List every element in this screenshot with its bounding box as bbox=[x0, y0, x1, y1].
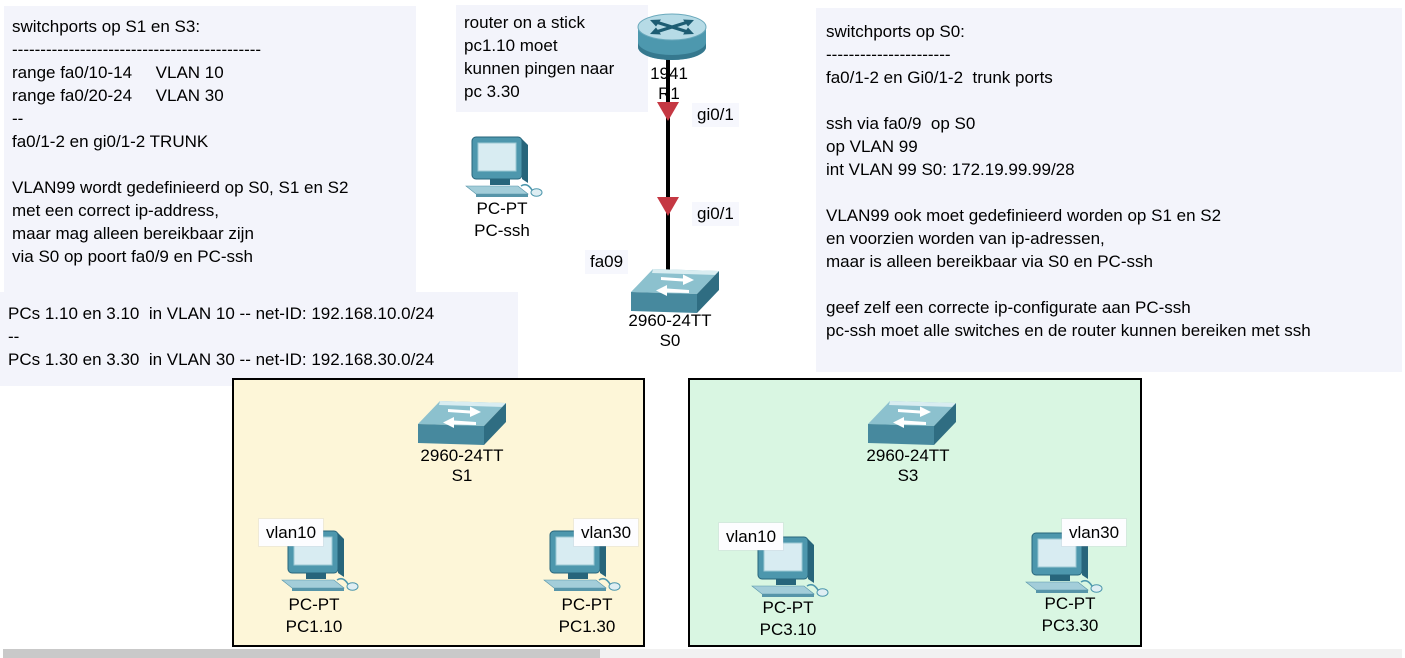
cable-r1-s0[interactable] bbox=[666, 56, 670, 276]
pc-ssh-model-label: PC-PT bbox=[476, 199, 528, 218]
vlan-label-pc3-10: vlan10 bbox=[719, 523, 784, 550]
pc3-10-model-label: PC-PT bbox=[762, 598, 814, 617]
note-switchports-s1-s3: switchports op S1 en S3:----------------… bbox=[4, 6, 416, 292]
switch-s1-model-label: 2960-24TT bbox=[420, 446, 504, 465]
router-icon[interactable] bbox=[636, 12, 708, 66]
switch-s0-icon[interactable] bbox=[627, 268, 723, 316]
horizontal-scrollbar-thumb[interactable] bbox=[3, 649, 600, 658]
pc1-10-name-label: PC1.10 bbox=[285, 617, 343, 636]
switch-s3-name-label: S3 bbox=[897, 466, 919, 485]
link-arrow-top-icon bbox=[657, 102, 679, 121]
link-arrow-bottom-icon bbox=[657, 197, 679, 216]
pc3-30-name-label: PC3.30 bbox=[1041, 616, 1099, 635]
pc3-10-name-label: PC3.10 bbox=[759, 620, 817, 639]
pc3-30-model-label: PC-PT bbox=[1044, 594, 1096, 613]
switch-s0-model-label: 2960-24TT bbox=[628, 311, 712, 330]
port-label-gi01-router: gi0/1 bbox=[692, 103, 739, 127]
zone-s1-yellow: 2960-24TT S1 vlan10 PC-PT PC1.10 vlan30 … bbox=[232, 378, 645, 647]
pc-ssh-icon[interactable] bbox=[464, 136, 544, 198]
switch-s3-icon[interactable] bbox=[864, 400, 960, 448]
switch-s0-name-label: S0 bbox=[659, 331, 681, 350]
note-switchports-s0: switchports op S0:----------------------… bbox=[816, 8, 1402, 372]
port-label-gi01-switch: gi0/1 bbox=[692, 202, 739, 226]
vlan-label-pc3-30: vlan30 bbox=[1062, 519, 1127, 546]
note-pcs-vlans: PCs 1.10 en 3.10 in VLAN 10 -- net-ID: 1… bbox=[0, 292, 518, 386]
vlan-label-pc1-30: vlan30 bbox=[574, 519, 639, 546]
zone-s3-green: 2960-24TT S3 vlan10 PC-PT PC3.10 vlan30 … bbox=[688, 378, 1142, 647]
pc1-30-model-label: PC-PT bbox=[561, 595, 613, 614]
router-name-label: R1 bbox=[658, 84, 680, 103]
pc-ssh-name-label: PC-ssh bbox=[474, 221, 530, 240]
port-label-fa09: fa09 bbox=[585, 250, 629, 274]
router-model-label: 1941 bbox=[650, 64, 688, 83]
vlan-label-pc1-10: vlan10 bbox=[259, 519, 324, 546]
switch-s3-model-label: 2960-24TT bbox=[866, 446, 950, 465]
switch-s1-icon[interactable] bbox=[414, 400, 510, 448]
pc1-10-model-label: PC-PT bbox=[288, 595, 340, 614]
pc1-30-name-label: PC1.30 bbox=[558, 617, 616, 636]
horizontal-scrollbar[interactable] bbox=[3, 649, 1402, 658]
switch-s1-name-label: S1 bbox=[451, 466, 473, 485]
